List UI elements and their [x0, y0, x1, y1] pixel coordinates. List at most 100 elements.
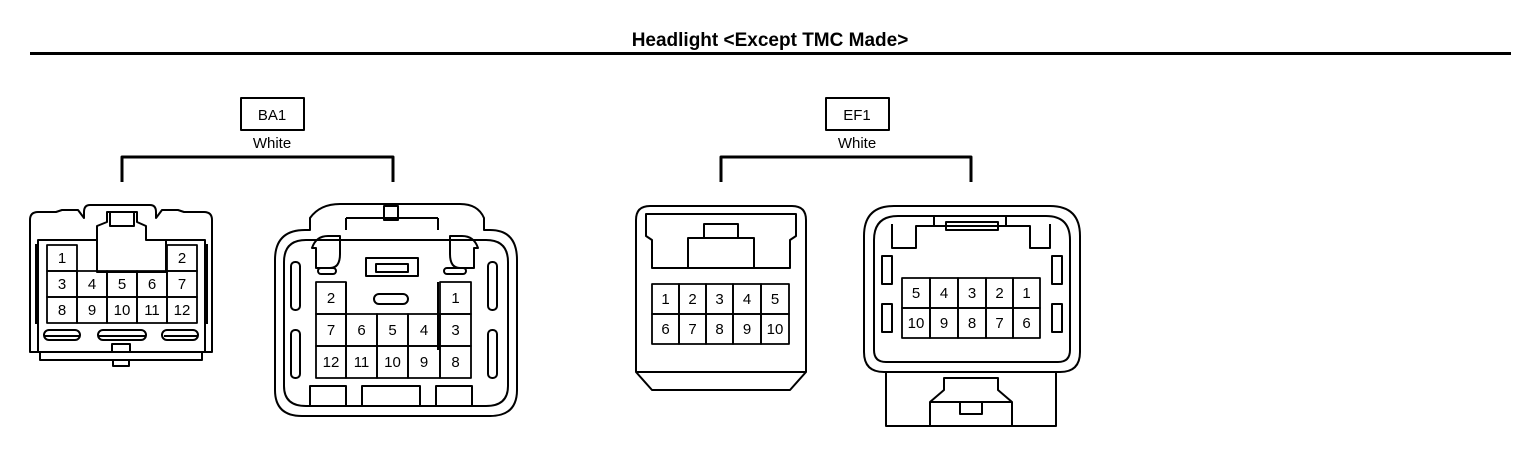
pin-cell: 10	[760, 313, 790, 345]
pin-number: 11	[354, 354, 370, 371]
pin-number: 3	[451, 322, 459, 339]
pin-number: 4	[420, 322, 428, 339]
pin-number: 9	[88, 302, 96, 319]
pin-cell: 12	[166, 296, 198, 324]
pin-number: 8	[715, 321, 723, 338]
pin-cell: 5	[760, 283, 790, 315]
pin-number: 8	[58, 302, 66, 319]
pin-number: 11	[144, 302, 160, 319]
pin-cell: 11	[136, 296, 168, 324]
pin-cell: 3	[439, 313, 472, 347]
connector-ef1-label: EF1 White	[719, 97, 973, 182]
connector-code: EF1	[843, 107, 871, 124]
connector-ba1-label: BA1 White	[120, 97, 395, 182]
pin-cell: 9	[76, 296, 108, 324]
pin-number: 9	[940, 315, 948, 332]
connector-ef1-view-b: 5 4 3 2 1 10 9 8 7 6	[863, 205, 1081, 427]
pin-number: 6	[1022, 315, 1030, 332]
pin-cell: 6	[345, 313, 378, 347]
pin-number: 4	[743, 291, 751, 308]
pin-number: 1	[451, 290, 459, 307]
pin-cell: 11	[345, 345, 378, 379]
pin-cell: 10	[376, 345, 409, 379]
pin-number: 6	[148, 276, 156, 293]
pin-number: 9	[420, 354, 428, 371]
pin-number: 1	[661, 291, 669, 308]
pin-number: 7	[178, 276, 186, 293]
pin-cell: 7	[678, 313, 707, 345]
pin-number: 2	[995, 285, 1003, 302]
pin-number: 10	[767, 321, 784, 338]
pin-cell: 2	[315, 281, 347, 315]
pin-cell: 2	[678, 283, 707, 315]
pin-cell: 1	[1012, 277, 1041, 309]
pin-number: 1	[1022, 285, 1030, 302]
connector-color: White	[838, 135, 876, 152]
pin-number: 5	[771, 291, 779, 308]
pin-cell: 5	[901, 277, 931, 309]
pin-cell: 5	[376, 313, 409, 347]
pin-number: 6	[661, 321, 669, 338]
pin-cell: 6	[1012, 307, 1041, 339]
pin-cell: 10	[901, 307, 931, 339]
pin-number: 5	[912, 285, 920, 302]
pin-number: 2	[327, 290, 335, 307]
pin-number: 9	[743, 321, 751, 338]
pin-number: 3	[715, 291, 723, 308]
pin-number: 6	[357, 322, 365, 339]
pin-number: 12	[323, 354, 340, 371]
pin-number: 4	[940, 285, 948, 302]
pin-number: 5	[388, 322, 396, 339]
pin-number: 2	[688, 291, 696, 308]
title-rule	[30, 52, 1511, 55]
pin-number: 3	[58, 276, 66, 293]
pin-number: 5	[118, 276, 126, 293]
pin-number: 7	[995, 315, 1003, 332]
pin-number: 10	[908, 315, 925, 332]
pin-cell: 4	[407, 313, 441, 347]
pin-number: 7	[327, 322, 335, 339]
pin-number: 1	[58, 250, 66, 267]
pin-cell: 4	[76, 270, 108, 298]
pin-number: 3	[968, 285, 976, 302]
diagram-title: Headlight <Except TMC Made>	[631, 30, 909, 51]
pin-cell: 12	[315, 345, 347, 379]
pin-cell: 4	[732, 283, 762, 315]
pin-cell: 1	[46, 244, 78, 272]
pin-cell: 9	[732, 313, 762, 345]
pin-cell: 1	[651, 283, 680, 315]
pin-number: 2	[178, 250, 186, 267]
connector-ef1-view-a: 1 2 3 4 5 6 7 8 9 10	[635, 205, 807, 391]
pin-number: 7	[688, 321, 696, 338]
pin-cell: 9	[407, 345, 441, 379]
pin-number: 4	[88, 276, 96, 293]
connector-ba1-view-b: 2 1 7 6 5 4 3 12 11 10 9 8	[274, 203, 518, 417]
pin-cell: 3	[957, 277, 987, 309]
pin-number: 10	[114, 302, 131, 319]
pin-cell: 9	[929, 307, 959, 339]
pin-number: 12	[174, 302, 191, 319]
pin-cell: 7	[166, 270, 198, 298]
pin-cell: 1	[439, 281, 472, 315]
connector-code: BA1	[258, 107, 286, 124]
pin-cell: 3	[46, 270, 78, 298]
pin-cell: 7	[985, 307, 1014, 339]
pin-cell: 4	[929, 277, 959, 309]
pin-cell: 2	[166, 244, 198, 272]
pin-cell: 10	[106, 296, 138, 324]
pin-number: 10	[384, 354, 401, 371]
pin-cell: 6	[651, 313, 680, 345]
pin-cell: 8	[46, 296, 78, 324]
pin-cell: 7	[315, 313, 347, 347]
pin-cell: 8	[705, 313, 734, 345]
pin-number: 8	[451, 354, 459, 371]
pin-number: 8	[968, 315, 976, 332]
pin-cell: 2	[985, 277, 1014, 309]
connector-color: White	[253, 135, 291, 152]
pin-cell: 8	[957, 307, 987, 339]
pin-cell: 6	[136, 270, 168, 298]
pin-cell: 5	[106, 270, 138, 298]
pin-cell: 8	[439, 345, 472, 379]
